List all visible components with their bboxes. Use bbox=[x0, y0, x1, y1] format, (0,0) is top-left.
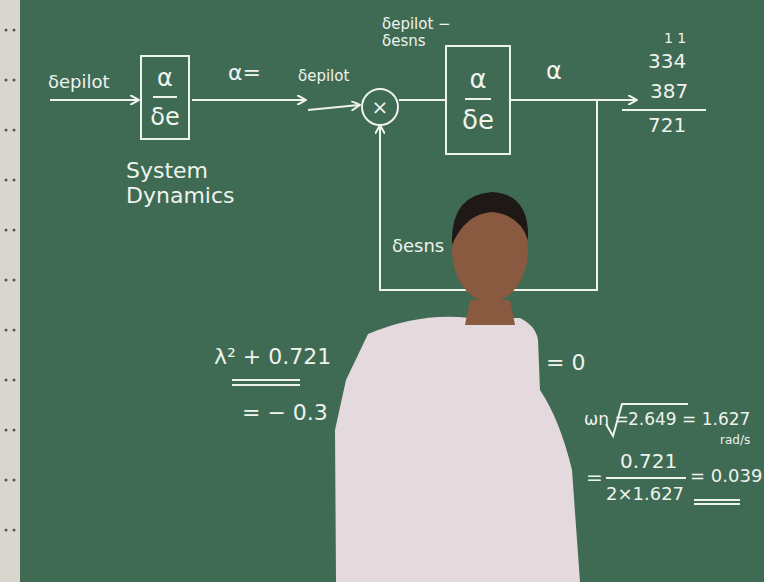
chalk-label: System Dynamics bbox=[126, 158, 256, 209]
chalk-label: λ² + 0.721 bbox=[214, 344, 331, 369]
chalk-label: = − 0.3 bbox=[242, 400, 328, 425]
underline bbox=[232, 384, 300, 386]
chalk-label: δepilot bbox=[48, 72, 110, 93]
chalk-label: 2.649 = 1.627 bbox=[628, 410, 750, 430]
chalk-label: 387 bbox=[650, 80, 688, 103]
underline bbox=[694, 499, 740, 501]
sum-line bbox=[622, 109, 706, 111]
input-arrow bbox=[50, 99, 138, 101]
chalk-label: 1 1 bbox=[664, 30, 686, 46]
chalk-label: rad/s bbox=[720, 434, 750, 448]
frame-dots bbox=[5, 29, 16, 532]
chalk-label: α= bbox=[228, 60, 261, 85]
signal-line bbox=[399, 99, 445, 101]
chalk-label: 0.721 bbox=[620, 450, 677, 473]
chalk-label: 721 bbox=[648, 114, 686, 137]
chalk-label: = bbox=[586, 466, 603, 489]
underline bbox=[232, 379, 300, 381]
signal-arrow bbox=[192, 99, 305, 101]
summing-junction: × bbox=[361, 88, 399, 126]
chalk-label: ωn = bbox=[584, 410, 629, 430]
underline bbox=[694, 503, 740, 505]
lecturer-hair bbox=[452, 192, 528, 245]
numerator: α bbox=[153, 65, 177, 97]
lecturer-neck bbox=[465, 300, 515, 325]
chalk-label: δepilot bbox=[298, 68, 349, 85]
chalk-label: α bbox=[546, 58, 562, 86]
chalk-label: = 0.039 bbox=[690, 466, 762, 487]
transfer-function-box: α δe bbox=[445, 45, 511, 155]
numerator: α bbox=[465, 65, 490, 100]
signal-label: δesns bbox=[392, 236, 444, 257]
chalk-label: 334 bbox=[648, 50, 686, 73]
chalk-label: = 0 bbox=[546, 350, 585, 375]
lecturer-shirt bbox=[335, 317, 580, 582]
denominator: δe bbox=[150, 104, 179, 130]
chalk-label: 2×1.627 bbox=[606, 484, 684, 505]
input-arrow bbox=[308, 105, 359, 110]
denominator: δe bbox=[462, 106, 494, 135]
transfer-function-box: α δe bbox=[140, 55, 190, 140]
fraction-bar bbox=[606, 477, 686, 479]
junction-symbol: × bbox=[372, 96, 389, 118]
board-frame bbox=[0, 0, 20, 582]
chalk-label: δepilot − δesns bbox=[382, 16, 452, 51]
